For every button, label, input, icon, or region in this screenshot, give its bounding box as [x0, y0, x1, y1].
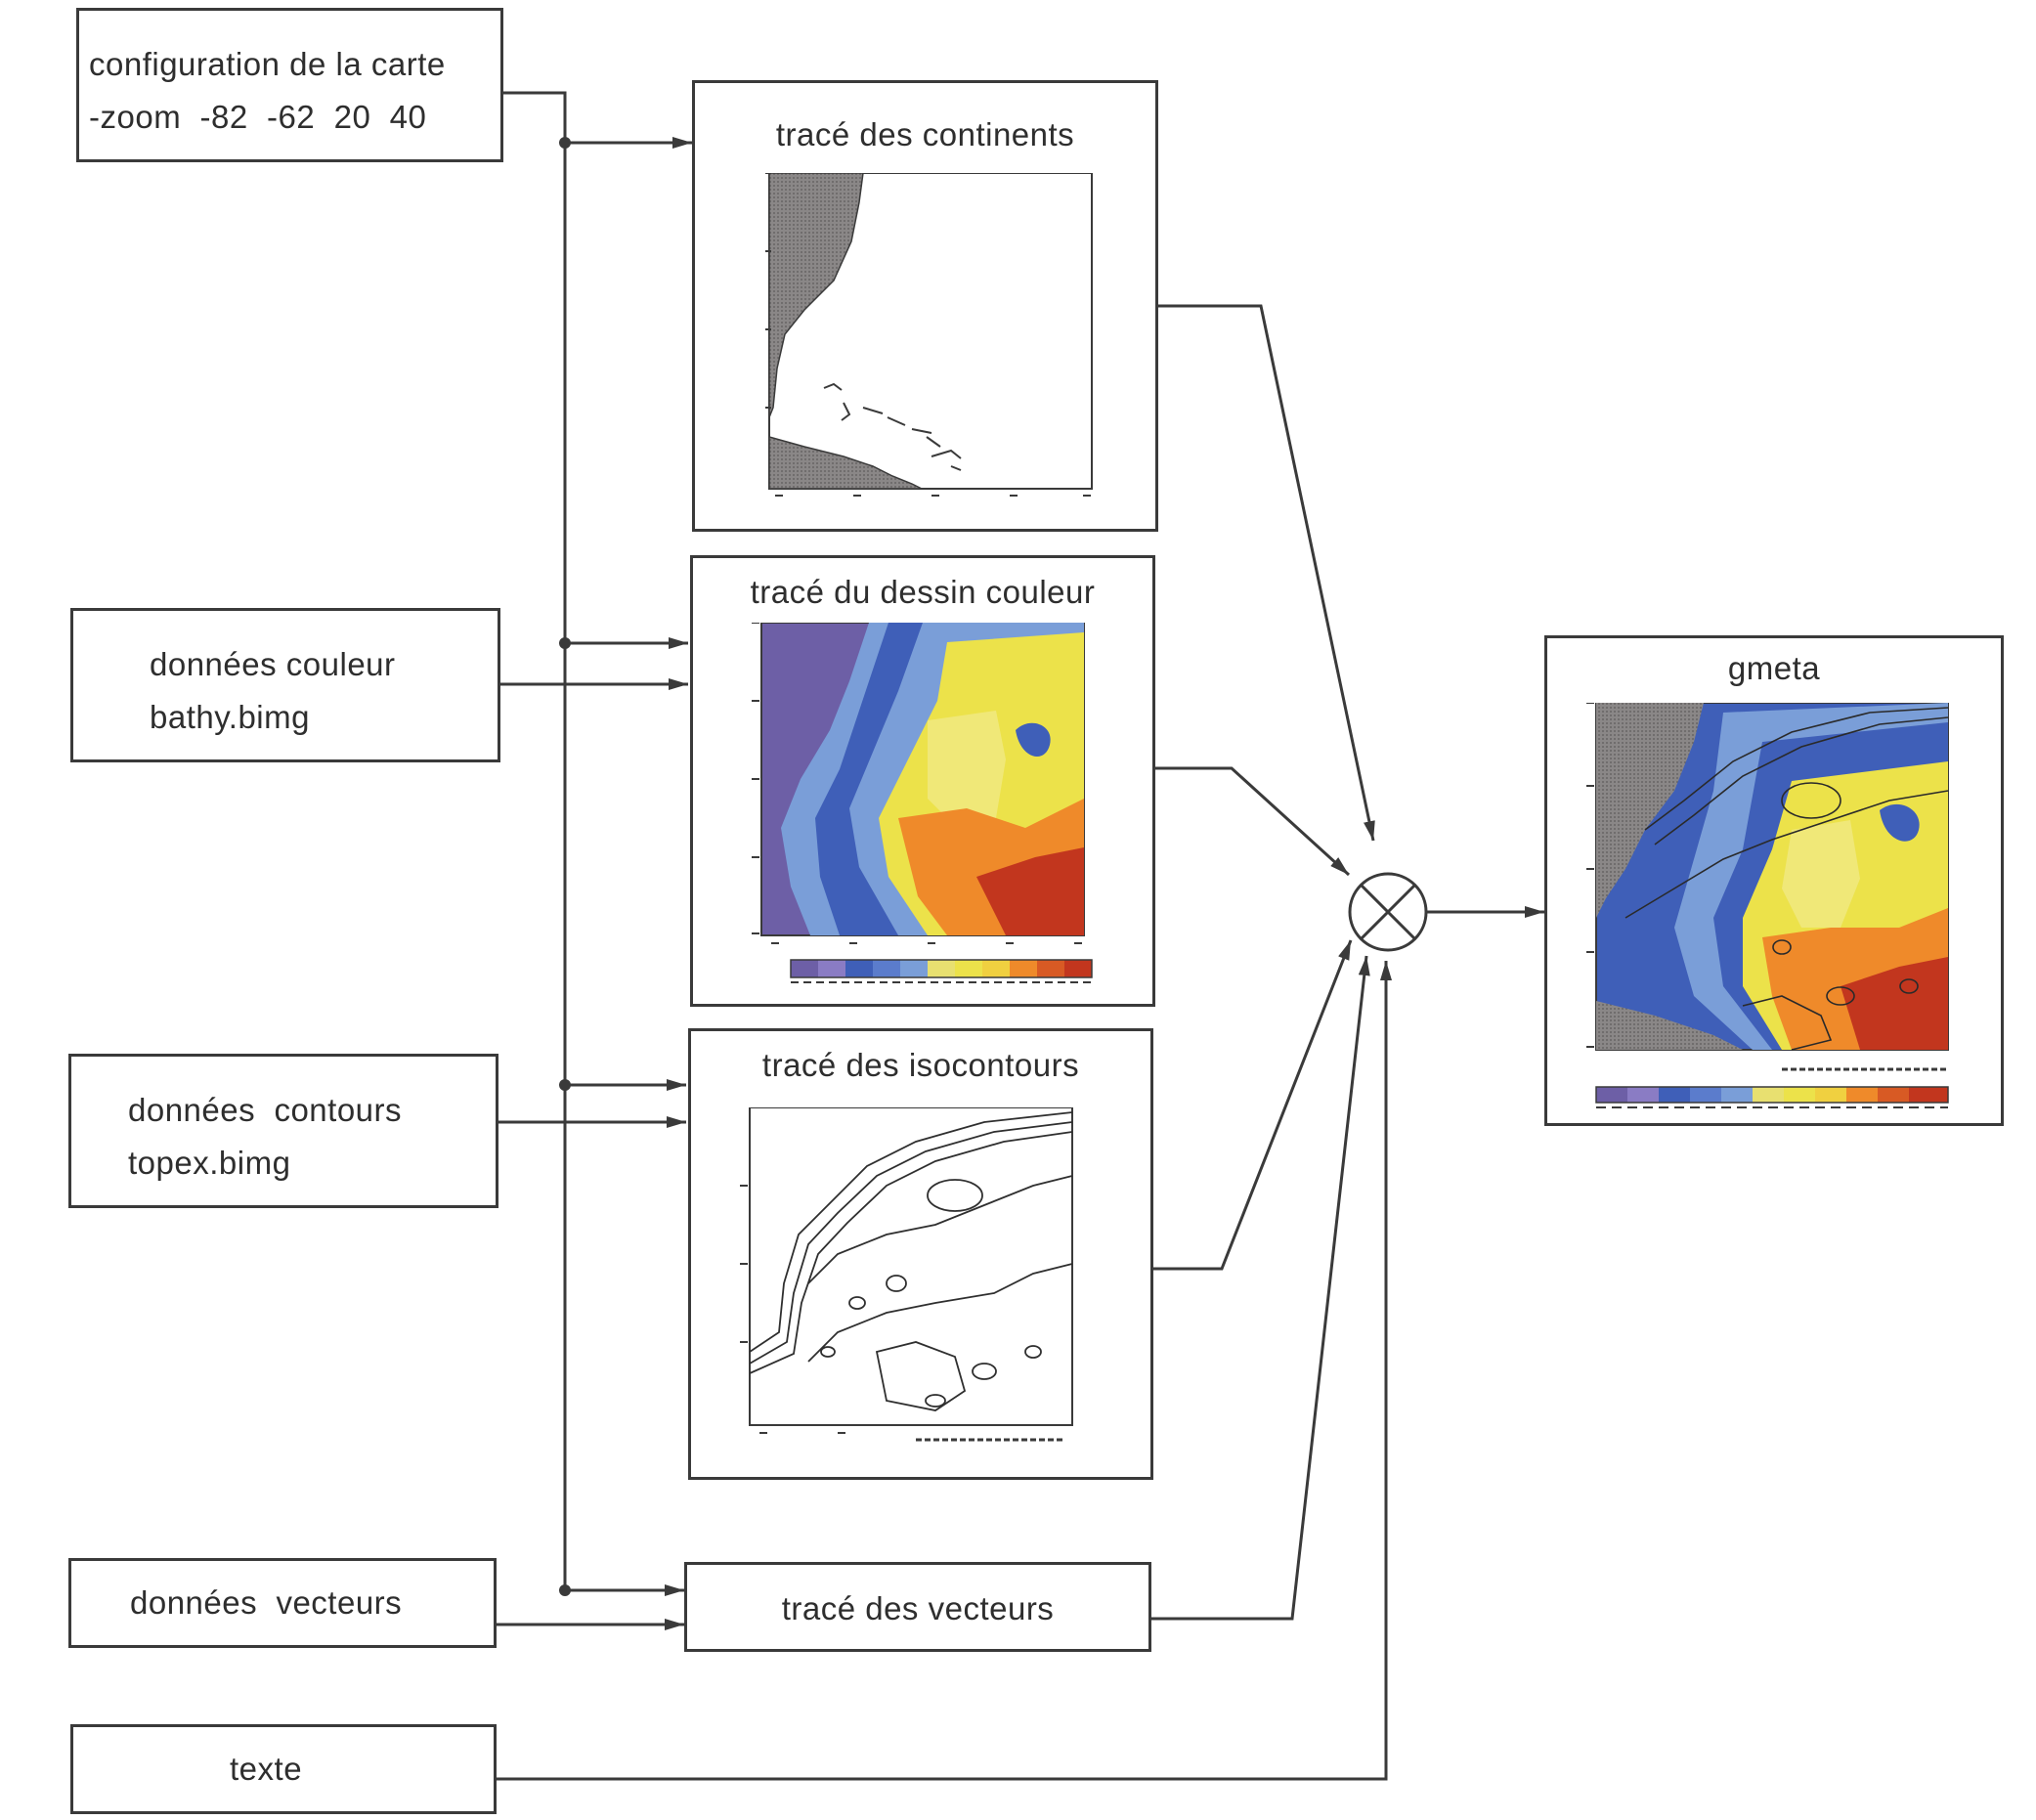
- vecteurs-input-label: données vecteurs: [130, 1584, 403, 1621]
- continents-map: [765, 173, 1093, 497]
- texte-to-combiner-arrow: [497, 961, 1392, 1781]
- couleur-to-combiner-arrow: [1155, 766, 1351, 877]
- config-line1: configuration de la carte: [89, 46, 446, 82]
- continents-panel: tracé des continents: [692, 80, 1158, 532]
- vecteurs-step-label: tracé des vecteurs: [781, 1590, 1055, 1626]
- texte-input-label: texte: [230, 1751, 303, 1787]
- couleur-map: [752, 623, 1093, 983]
- continents-title: tracé des continents: [775, 116, 1075, 152]
- couleur-input-box: données couleur bathy.bimg: [70, 608, 500, 762]
- continents-to-combiner-arrow: [1158, 304, 1375, 842]
- config-input-box: configuration de la carte -zoom -82 -62 …: [76, 8, 503, 162]
- gmeta-output-panel: gmeta: [1544, 635, 2004, 1126]
- contours-line2: topex.bimg: [128, 1145, 291, 1181]
- vecteurs-to-combiner-arrow: [1151, 955, 1370, 1621]
- config-bus-line: [503, 91, 567, 1590]
- couleur-title: tracé du dessin couleur: [750, 574, 1096, 610]
- couleur-line1: données couleur: [150, 646, 396, 682]
- gmeta-map: [1586, 703, 1949, 1108]
- config-line2: -zoom -82 -62 20 40: [89, 99, 427, 135]
- contours-line1: données contours: [128, 1092, 403, 1128]
- gmeta-title: gmeta: [1727, 650, 1821, 686]
- couleur-panel: tracé du dessin couleur: [690, 555, 1155, 1007]
- couleur-line2: bathy.bimg: [150, 699, 310, 735]
- isocontours-title: tracé des isocontours: [761, 1047, 1080, 1083]
- isocontours-map: [740, 1107, 1073, 1442]
- isocontours-to-combiner-arrow: [1153, 939, 1353, 1271]
- contours-input-box: données contours topex.bimg: [68, 1054, 498, 1208]
- texte-input-box: texte: [70, 1724, 497, 1814]
- isocontours-panel: tracé des isocontours: [688, 1028, 1153, 1480]
- vecteurs-step-box: tracé des vecteurs: [684, 1562, 1151, 1652]
- vecteurs-input-box: données vecteurs: [68, 1558, 497, 1648]
